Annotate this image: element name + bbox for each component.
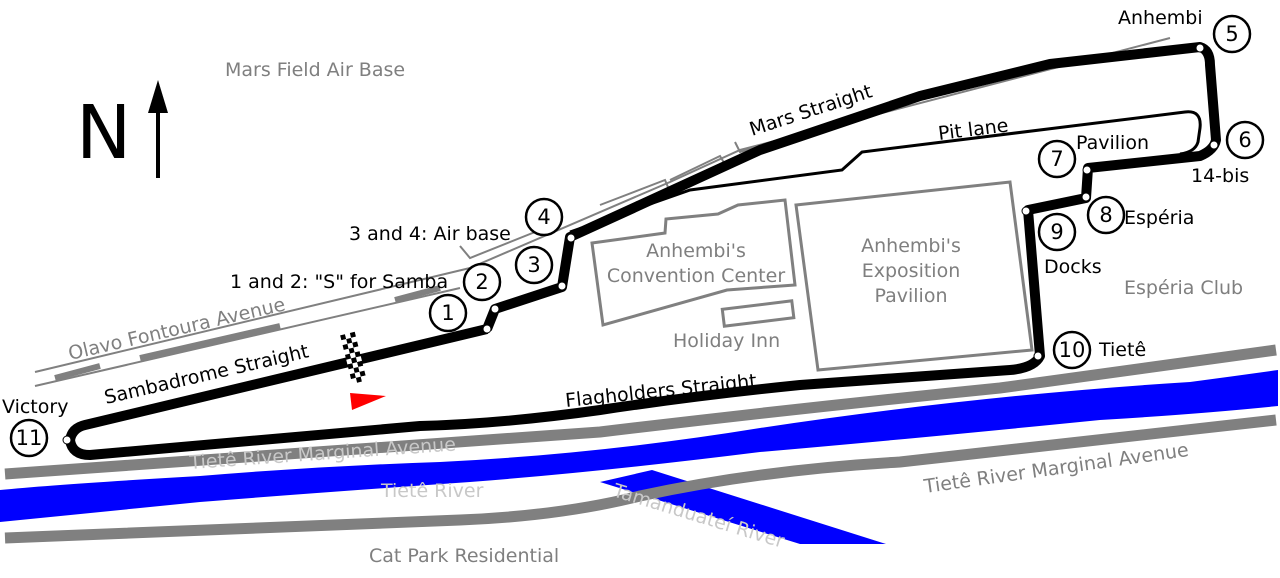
corner-name-victory: Victory (2, 396, 68, 418)
exposition-pavilion-outline (794, 180, 1034, 372)
corner-number-10: 10 (1059, 338, 1086, 362)
corner-5-marker (1195, 43, 1205, 53)
checker-square (341, 339, 348, 346)
checker-square (353, 366, 360, 374)
race-track (65, 42, 1221, 460)
checker-square (351, 357, 358, 364)
label-holiday-inn: Holiday Inn (673, 330, 780, 352)
corner-name-tiete: Tietê (1098, 339, 1146, 361)
checker-square (359, 370, 366, 377)
corner-number-6: 6 (1238, 128, 1251, 152)
checker-square (349, 352, 356, 359)
label-esperia-club: Espéria Club (1124, 277, 1243, 299)
label-exposition-3: Pavilion (875, 285, 948, 307)
start-finish-flag (340, 331, 386, 410)
convention-center-outline (590, 198, 797, 327)
label-cat-park: Cat Park Residential (369, 545, 559, 567)
checker-square (360, 375, 367, 382)
corner-group-samba: 1 and 2: "S" for Samba (230, 271, 448, 293)
label-convention-1: Anhembi's (646, 240, 746, 262)
label-exposition-1: Anhembi's (861, 235, 961, 257)
marginal-avenue-south (4, 414, 1277, 544)
checker-square (345, 333, 352, 340)
corner-name-14-bis: 14-bis (1191, 165, 1249, 187)
checker-square (340, 334, 347, 341)
corner-number-4: 4 (537, 205, 550, 229)
checker-square (344, 353, 352, 360)
checker-square (347, 363, 354, 370)
corner-1-marker (482, 324, 492, 334)
checker-square (352, 362, 359, 369)
checker-square (343, 348, 350, 355)
corner-number-7: 7 (1050, 147, 1063, 171)
corner-name-docks: Docks (1044, 256, 1102, 278)
corner-8-marker (1081, 192, 1091, 202)
pit-lane (569, 110, 1202, 234)
corner-number-5: 5 (1225, 22, 1238, 46)
corner-number-11: 11 (16, 426, 43, 450)
label-convention-2: Convention Center (607, 265, 785, 287)
checker-square (348, 368, 355, 375)
checker-square (348, 347, 355, 354)
checker-square (351, 377, 358, 384)
checker-square (357, 360, 364, 367)
corner-name-esperia: Espéria (1124, 207, 1194, 229)
checker-square (342, 343, 349, 350)
corner-4-marker (566, 233, 576, 243)
compass: N (76, 80, 168, 178)
corner-7-marker (1082, 165, 1092, 175)
corner-2-marker (490, 304, 500, 314)
checker-square (346, 358, 353, 365)
checker-square (355, 356, 362, 363)
checker-square (354, 351, 361, 358)
checker-square (347, 342, 354, 349)
checker-square (354, 371, 361, 378)
checker-square (355, 376, 362, 383)
marginal-avenue-north (4, 344, 1277, 480)
label-tiete-river: Tietê River (380, 480, 484, 502)
checker-square (349, 373, 356, 380)
roads (4, 37, 1277, 544)
label-pit-lane: Pit lane (937, 115, 1010, 145)
corner-badges (9, 14, 1265, 458)
checker-square (351, 336, 358, 343)
corner-3-marker (557, 281, 567, 291)
corner-number-9: 9 (1050, 220, 1063, 244)
checker-square (358, 365, 365, 372)
north-arrow-icon (148, 80, 168, 113)
checker-square (346, 337, 353, 344)
corner-11-marker (62, 435, 72, 445)
corner-group-air-base: 3 and 4: Air base (349, 223, 511, 245)
corner-10-marker (1033, 351, 1043, 361)
tiete-river (0, 370, 1278, 522)
corner-number-2: 2 (475, 270, 488, 294)
checker-square (349, 331, 356, 338)
corner-9-marker (1021, 206, 1031, 216)
corner-number-3: 3 (527, 253, 540, 277)
checker-square (353, 346, 360, 353)
holiday-inn-outline (720, 299, 796, 328)
checker-square (352, 341, 359, 348)
corner-name-pavilion: Pavilion (1076, 132, 1149, 154)
corner-number-8: 8 (1099, 203, 1112, 227)
start-triangle (350, 393, 386, 410)
corner-6-marker (1209, 140, 1219, 150)
corner-name-anhembi: Anhembi (1118, 7, 1203, 29)
compass-letter: N (76, 90, 131, 176)
corner-number-1: 1 (441, 301, 454, 325)
label-mars-field: Mars Field Air Base (225, 59, 405, 81)
label-exposition-2: Exposition (862, 260, 961, 282)
